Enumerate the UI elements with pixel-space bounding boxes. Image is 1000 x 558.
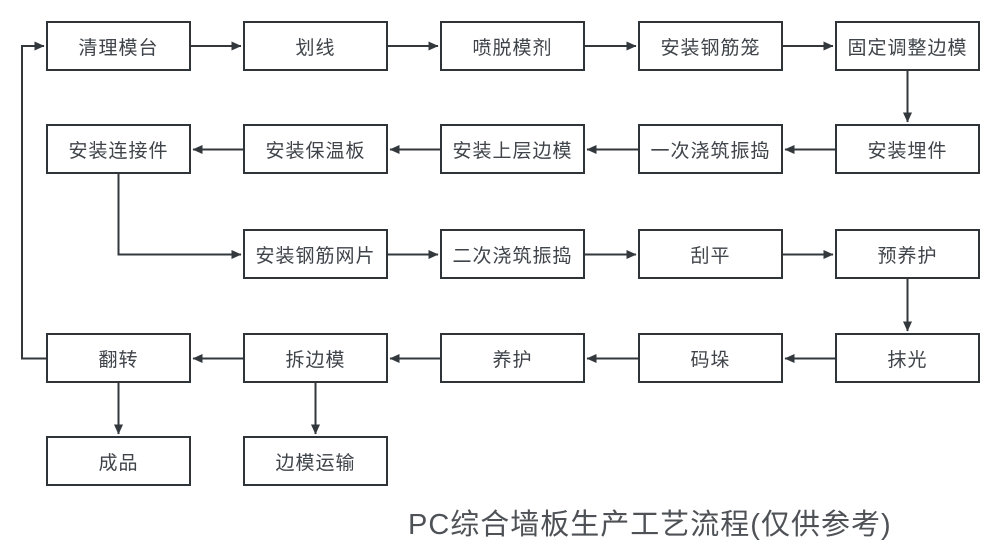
- flow-node-install-embeds: 安装埋件: [835, 124, 980, 174]
- flow-node-finished-product: 成品: [46, 436, 191, 486]
- flow-node-install-rebar-mesh: 安装钢筋网片: [243, 229, 388, 279]
- arrow-connectors-to-mesh: [117, 174, 242, 259]
- flow-node-install-rebar-cage: 安装钢筋笼: [638, 21, 783, 71]
- flow-node-stacking: 码垛: [638, 333, 783, 383]
- flow-node-mold-transport: 边模运输: [243, 436, 388, 486]
- diagram-title: PC综合墙板生产工艺流程(仅供参考): [408, 509, 892, 541]
- flow-node-fix-adjust-molds: 固定调整边模: [835, 21, 980, 71]
- flow-node-curing: 养护: [440, 333, 585, 383]
- flow-node-pre-curing: 预养护: [835, 229, 980, 279]
- flow-node-first-pour-vibrate: 一次浇筑振捣: [638, 124, 783, 174]
- arrow-flip-back-to-clean: [21, 41, 46, 360]
- flow-node-trowel-polish: 抹光: [835, 333, 980, 383]
- flow-node-scribe-lines: 划线: [243, 21, 388, 71]
- flow-node-install-insulation: 安装保温板: [243, 124, 388, 174]
- flow-node-install-upper-mold: 安装上层边模: [440, 124, 585, 174]
- flow-node-screed-flat: 刮平: [638, 229, 783, 279]
- flow-node-remove-side-molds: 拆边模: [243, 333, 388, 383]
- flow-node-flip-over: 翻转: [46, 333, 191, 383]
- flow-node-second-pour-vibrate: 二次浇筑振捣: [440, 229, 585, 279]
- flow-node-clean-table: 清理模台: [46, 21, 191, 71]
- flow-node-install-connectors: 安装连接件: [46, 124, 191, 174]
- flow-node-spray-release: 喷脱模剂: [440, 21, 585, 71]
